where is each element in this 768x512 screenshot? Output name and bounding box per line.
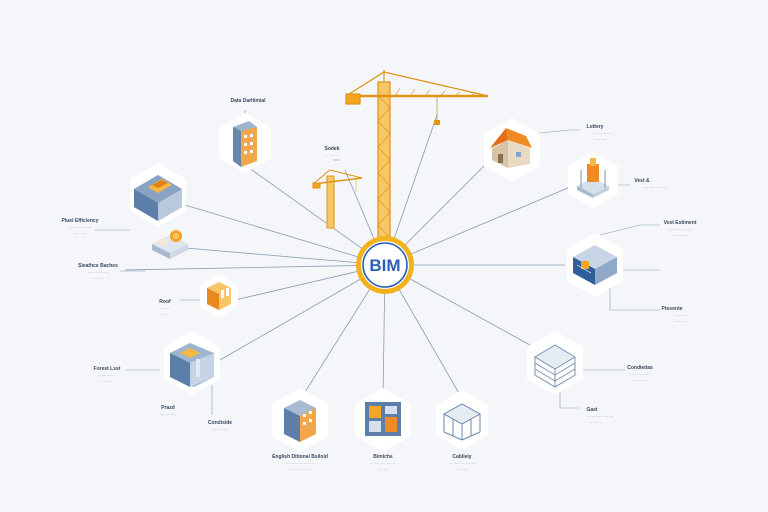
hub-label: BIM [369, 256, 400, 275]
label-vest-estiment: Vest Estiment [664, 220, 697, 226]
node-tiles [130, 113, 623, 452]
leader-lines [95, 110, 660, 415]
svg-text:··········: ·········· [159, 307, 171, 311]
node-left-cutaway[interactable] [130, 163, 186, 227]
house-icon [490, 128, 532, 168]
svg-text:························: ························ [286, 462, 315, 466]
tower-crane-icon [345, 70, 489, 253]
svg-text:··············: ·············· [672, 234, 689, 238]
svg-text:·····················: ····················· [642, 186, 667, 190]
label-bimichs: Bimichs [373, 454, 393, 460]
label-cablieiy: Cablieiy [452, 454, 471, 460]
label-condiside: Condiside [208, 420, 232, 426]
cutaway-building-icon [134, 175, 182, 221]
connector-line [184, 247, 386, 266]
node-right-machine[interactable] [568, 152, 618, 208]
label-english: English Ditional Bsiloid [272, 454, 328, 460]
svg-text:··················: ·················· [289, 468, 311, 472]
label-ptesonte: Ptesonte [661, 306, 682, 312]
machine-icon [577, 158, 609, 198]
svg-text:······················: ······················ [370, 462, 396, 466]
floorplan-icon [365, 402, 401, 436]
svg-text:···: ··· [244, 110, 248, 114]
node-top-right-house[interactable] [484, 118, 540, 182]
node-left-heater[interactable] [152, 230, 188, 259]
svg-text:············: ············ [589, 421, 603, 425]
svg-text:···········: ··········· [73, 232, 86, 236]
svg-text:······················: ······················ [449, 462, 475, 466]
svg-text:············: ············ [633, 379, 647, 383]
bim-hub[interactable]: BIM [356, 236, 414, 294]
label-sodek: Sodek [324, 146, 339, 152]
label-gast: Gast [586, 407, 597, 413]
label-vest: Vest & [634, 178, 650, 184]
slab-stack-icon [534, 344, 576, 388]
office-building-icon [233, 121, 257, 167]
heater-unit-icon [152, 230, 188, 259]
small-crane-icon [312, 169, 363, 229]
svg-text:··········: ·········· [326, 154, 338, 158]
label-fuel-efficiency: Pluel Efficiency [62, 218, 99, 224]
svg-text:·······: ······· [379, 468, 387, 472]
svg-text:·····················: ····················· [667, 228, 692, 232]
label-prazd: Prazd [161, 405, 175, 411]
label-lottery: Lottery [587, 124, 604, 130]
svg-text:··········: ·········· [92, 277, 104, 281]
label-condiedas: Condiedas [627, 365, 653, 371]
svg-text:··············: ·············· [212, 428, 229, 432]
svg-text:···················: ··················· [69, 226, 92, 230]
labels: Data Darltimial ··· Sodek ·········· Plu… [62, 98, 697, 472]
connector-line [384, 184, 576, 266]
svg-text:·············: ············· [674, 320, 690, 324]
label-roof: Roof [159, 299, 171, 305]
svg-text:·········: ········· [457, 468, 468, 472]
node-left-small-block[interactable] [200, 274, 238, 318]
node-bottom-right[interactable] [436, 390, 488, 450]
node-right-lower-slab[interactable] [527, 331, 583, 395]
blueprint-box-icon [573, 245, 617, 285]
svg-text:···············: ··············· [594, 132, 612, 136]
svg-text:·············: ············· [99, 374, 115, 378]
svg-text:···················: ··················· [87, 271, 110, 275]
svg-text:················: ················ [630, 373, 649, 377]
node-right-blueprint[interactable] [567, 233, 623, 297]
orange-block-icon [207, 282, 231, 310]
svg-text:·············: ············· [674, 314, 690, 318]
node-left-lower-cutaway[interactable] [164, 331, 220, 395]
svg-text:·······: ······· [161, 313, 169, 317]
svg-text:······················: ······················ [587, 415, 613, 419]
frame-structure-icon [442, 403, 482, 441]
connector-line [184, 204, 386, 266]
node-bottom-center[interactable] [355, 388, 411, 452]
connector-line [124, 264, 386, 271]
connector-line [219, 264, 386, 361]
svg-text:··············: ·············· [160, 413, 177, 417]
svg-text:···········: ··········· [593, 138, 606, 142]
cutaway-building-icon [170, 343, 214, 387]
node-top-left-building[interactable] [219, 113, 271, 173]
label-forest-lsst: Forest Lsst [94, 366, 121, 372]
hub-face [361, 241, 409, 289]
node-bottom-left-building[interactable] [272, 388, 328, 452]
svg-text:··········: ·········· [101, 380, 113, 384]
label-sieathce: Sieathce Baches [78, 263, 118, 269]
label-data-building: Data Darltimial [230, 98, 266, 104]
office-building-icon [284, 400, 316, 442]
connector-lines [124, 114, 576, 401]
